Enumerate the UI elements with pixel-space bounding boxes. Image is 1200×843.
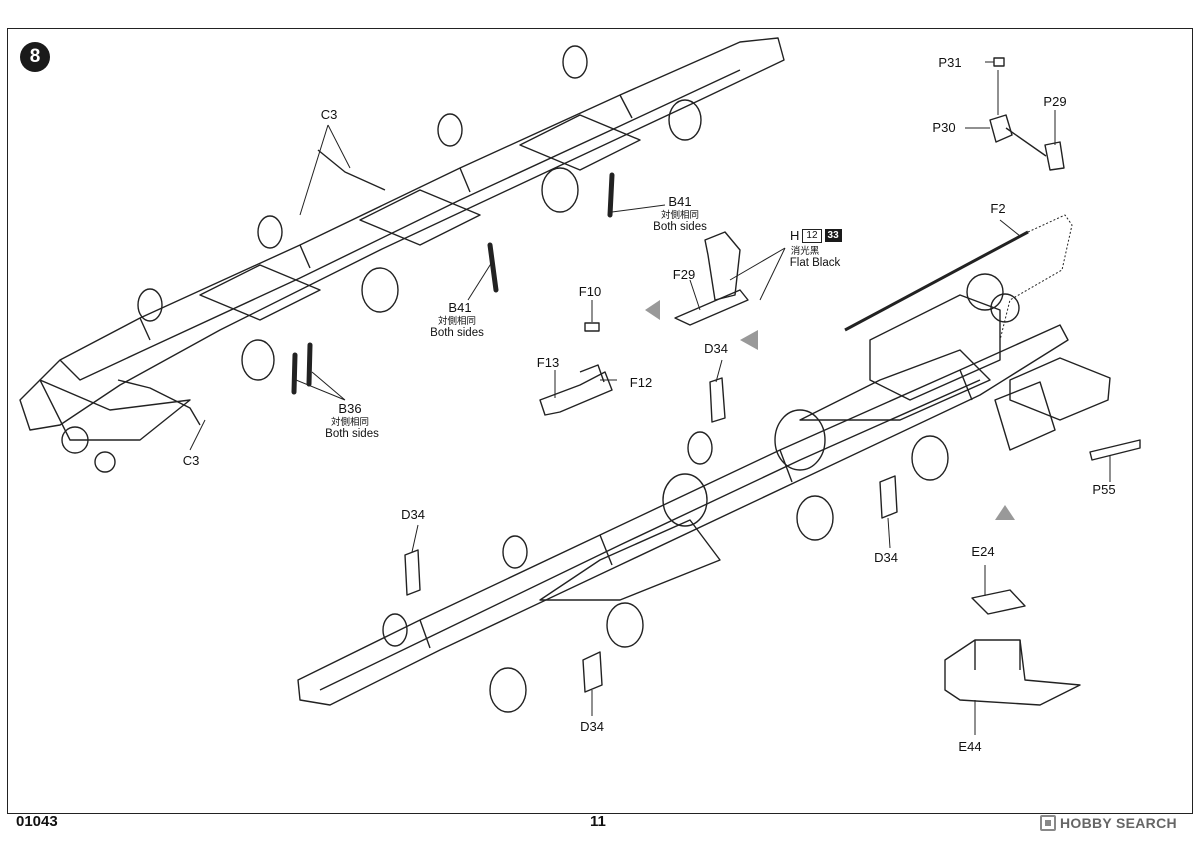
b41-rod-left <box>487 242 499 293</box>
leader-lines <box>189 61 1111 735</box>
watermark-text: HOBBY SEARCH <box>1060 815 1177 831</box>
paint-code-dark: 33 <box>824 229 842 242</box>
note-flat-black-cn: 消光黑 <box>790 246 820 257</box>
upper-chassis-frame <box>19 37 785 441</box>
b36-rods <box>291 342 313 395</box>
note-both-sides-en-b41-left: Both sides <box>430 327 484 339</box>
logo-mark-icon <box>1040 815 1056 831</box>
c3-top-rod <box>317 149 386 191</box>
product-code: 01043 <box>16 813 58 830</box>
part-label-f2: F2 <box>990 201 1006 216</box>
direction-arrows <box>645 300 1015 520</box>
p-parts <box>989 57 1065 171</box>
note-flat-black-en: Flat Black <box>789 257 841 269</box>
part-label-p30: P30 <box>932 120 956 135</box>
part-label-f29: F29 <box>672 267 696 282</box>
f2-hose <box>999 214 1073 341</box>
page-frame <box>7 28 1193 814</box>
part-label-f12: F12 <box>629 375 653 390</box>
part-label-b41-right: B41 <box>668 194 692 209</box>
part-label-p29: P29 <box>1043 94 1067 109</box>
step-badge: 8 <box>20 42 50 72</box>
p55-bracket <box>994 357 1141 461</box>
engine-block <box>662 294 1001 527</box>
part-label-c3-bottom: C3 <box>182 453 200 468</box>
paint-letter: H <box>790 228 800 243</box>
c3-bottom-rod <box>117 379 201 426</box>
paint-callout: H 12 33 <box>790 228 842 243</box>
part-label-c3-top: C3 <box>320 107 338 122</box>
lower-wheel-hubs <box>382 431 949 713</box>
part-label-d34-right: D34 <box>874 550 898 565</box>
note-both-sides-cn-b41-right: 対側相同 <box>660 210 700 221</box>
lower-chassis-frame <box>297 324 1069 706</box>
part-label-e44: E44 <box>958 739 982 754</box>
watermark-logo: HOBBY SEARCH <box>1040 815 1177 831</box>
e-parts <box>944 589 1081 706</box>
part-label-e24: E24 <box>971 544 995 559</box>
part-label-p31: P31 <box>938 55 962 70</box>
upper-wheel-hubs <box>137 45 702 381</box>
part-label-p55: P55 <box>1092 482 1116 497</box>
note-both-sides-en-b41-right: Both sides <box>653 221 707 233</box>
b41-rod-right <box>607 172 615 218</box>
note-both-sides-cn-b36: 対側相同 <box>330 417 370 428</box>
part-label-d34-bottom: D34 <box>580 719 604 734</box>
part-label-b41-left: B41 <box>448 300 472 315</box>
part-label-b36: B36 <box>338 401 362 416</box>
part-label-f10: F10 <box>578 284 602 299</box>
part-label-d34-center: D34 <box>704 341 728 356</box>
part-label-f13: F13 <box>536 355 560 370</box>
part-label-d34-left: D34 <box>401 507 425 522</box>
f-parts-assembly <box>539 322 613 416</box>
paint-code-box: 12 <box>802 228 822 243</box>
d34-plates <box>404 377 898 693</box>
note-both-sides-cn-b41-left: 対側相同 <box>437 316 477 327</box>
f29-bracket <box>674 231 749 326</box>
f2-rod <box>844 230 1029 332</box>
note-both-sides-en-b36: Both sides <box>325 428 379 440</box>
page-number: 11 <box>590 813 606 830</box>
engine-fans <box>966 273 1020 323</box>
upper-fan <box>61 426 116 473</box>
